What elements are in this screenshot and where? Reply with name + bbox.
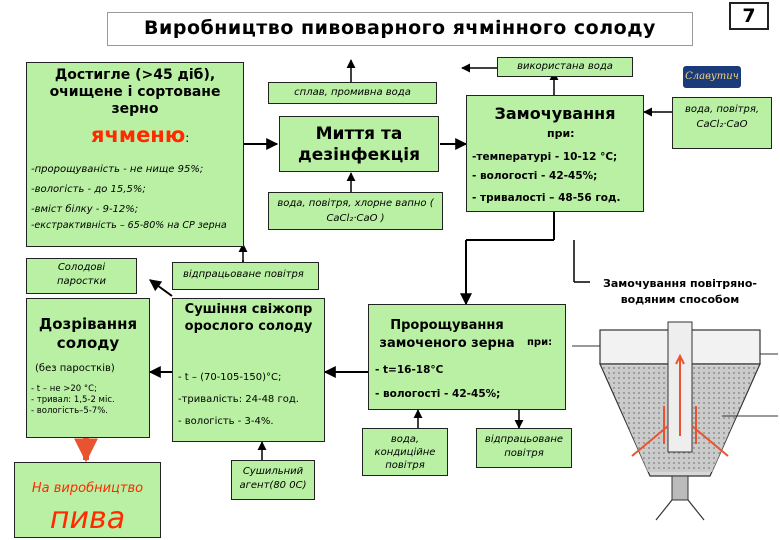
washing-inputs-label: вода, повітря, хлорне вапно ( CaCl₂·CaO … <box>277 198 434 224</box>
germ-outputs-label: відпрацьоване повітря <box>484 434 564 459</box>
float-water-label: сплав, промивна вода <box>294 87 411 98</box>
germination-box: Пророщування замоченого зерна при: - t=1… <box>368 304 566 410</box>
beer-line1: На виробництво <box>31 481 144 496</box>
sprouts-box: Солодові паростки <box>26 258 137 294</box>
page-number: 7 <box>742 5 756 27</box>
page-number-box: 7 <box>729 2 769 30</box>
maturing-item-2: - тривал: 1,5-2 міс. <box>31 395 115 405</box>
drying-item-2: -тривалість: 24-48 год. <box>178 394 299 405</box>
maturing-item-1: - t – не >20 °С; <box>31 384 97 394</box>
soaking-apparatus-drawing <box>572 316 778 538</box>
maturing-note: (без паростків) <box>35 363 115 374</box>
germ-inputs-label: вода, кондиційне повітря <box>374 434 436 471</box>
drying-item-1: - t – (70-105-150)°С; <box>178 372 282 383</box>
sprouts-label: Солодові паростки <box>57 262 106 287</box>
maturing-title: Дозрівання солоду <box>38 315 138 352</box>
grain-highlight-row: ячменю: <box>91 123 189 147</box>
soaking-title: Замочування <box>494 104 616 123</box>
grain-item-3: -вміст білку - 9-12%; <box>31 204 139 215</box>
used-water-label: використана вода <box>517 61 613 72</box>
germination-at: при: <box>527 337 553 348</box>
air-water-soak-box: Замочування повітряно-водяним способом <box>590 276 770 318</box>
germination-title: Пророщування замоченого зерна <box>379 318 515 351</box>
germination-item-1: - t=16-18°С <box>375 364 444 376</box>
drying-box: Сушіння свіжопророслого солоду - t – (70… <box>172 298 325 442</box>
slavutych-logo: Славутич <box>683 66 741 88</box>
grain-highlight: ячменю <box>91 123 186 147</box>
arrow-drying-to-sprouts <box>149 279 173 297</box>
soaking-box: Замочування при: -температурі - 10-12 °С… <box>466 95 644 212</box>
title-box: Виробництво пивоварного ячмінного солоду <box>107 12 693 46</box>
grain-item-2: -вологість - до 15,5%; <box>31 184 146 195</box>
soaking-inputs-box: вода, повітря, CaCl₂·CaO <box>672 97 772 149</box>
germ-outputs-box: відпрацьоване повітря <box>476 428 572 468</box>
washing-box: Миття та дезінфекція <box>279 116 439 172</box>
grain-colon: : <box>185 131 190 145</box>
spent-air-box: відпрацьоване повітря <box>172 262 319 290</box>
logo-text: Славутич <box>685 71 739 82</box>
grain-item-1: -пророщуваність - не нище 95%; <box>31 164 204 175</box>
page-title: Виробництво пивоварного ячмінного солоду <box>144 17 656 39</box>
drying-agent-box: Сушильний агент(80 0С) <box>231 460 315 500</box>
spent-air-label: відпрацьоване повітря <box>183 269 304 280</box>
air-water-soak-label: Замочування повітряно-водяним способом <box>603 277 757 306</box>
drying-title: Сушіння свіжопророслого солоду <box>184 302 313 334</box>
soaking-at: при: <box>547 127 575 140</box>
grain-item-4: -екстрактивність – 65-80% на СР зерна <box>31 220 227 231</box>
washing-label: Миття та дезінфекція <box>298 124 420 165</box>
grain-heading: Достигле (>45 діб), очищене і сортоване … <box>49 67 221 117</box>
float-water-box: сплав, промивна вода <box>268 82 437 104</box>
maturing-item-3: - вологість–5-7%. <box>31 406 108 416</box>
washing-inputs-box: вода, повітря, хлорне вапно ( CaCl₂·CaO … <box>268 192 443 230</box>
germination-item-2: - вологості - 42-45%; <box>375 388 501 400</box>
used-water-box: використана вода <box>497 57 633 77</box>
drying-agent-label: Сушильний агент(80 0С) <box>239 466 307 491</box>
maturing-box: Дозрівання солоду (без паростків) - t – … <box>26 298 150 438</box>
soaking-cond-1: -температурі - 10-12 °С; <box>472 151 618 163</box>
germ-inputs-box: вода, кондиційне повітря <box>362 428 448 476</box>
beer-line2: пива <box>49 501 126 536</box>
drying-item-3: - вологість - 3-4%. <box>178 416 274 427</box>
soaking-cond-2: - вологості - 42-45%; <box>472 170 598 182</box>
soaking-inputs-label: вода, повітря, CaCl₂·CaO <box>684 104 760 130</box>
grain-box: Достигле (>45 діб), очищене і сортоване … <box>26 62 244 247</box>
beer-box: На виробництво пива <box>14 462 161 538</box>
soaking-cond-3: - тривалості – 48-56 год. <box>472 192 621 204</box>
